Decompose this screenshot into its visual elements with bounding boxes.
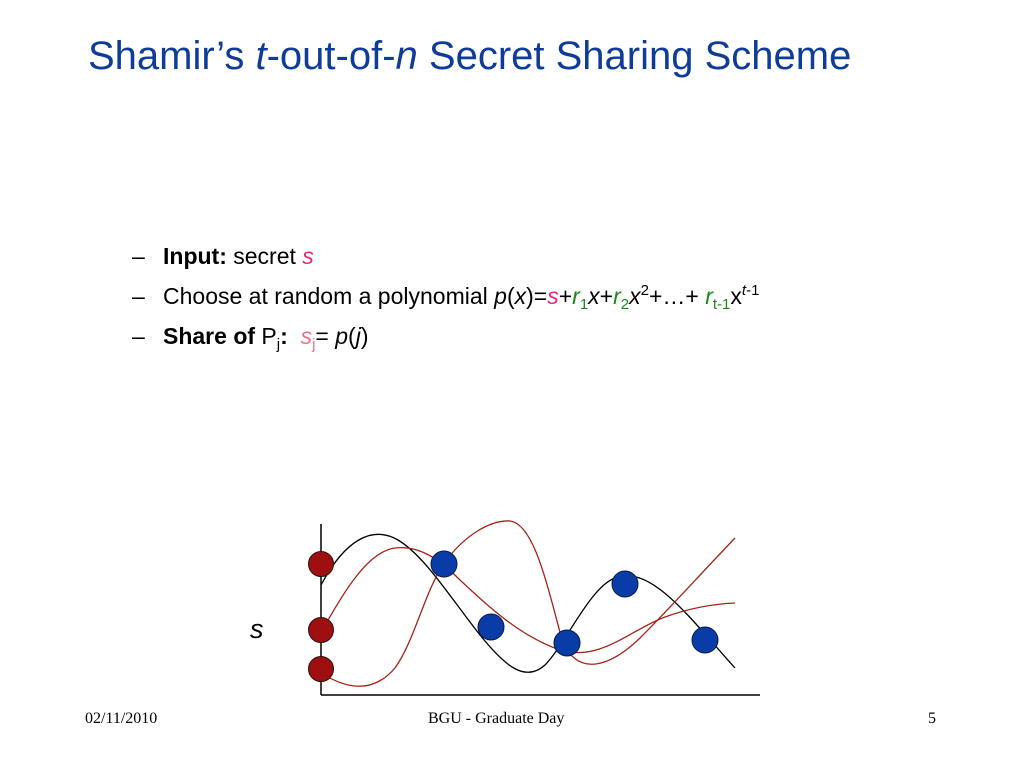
share-open: (	[348, 323, 356, 349]
y-axis-label: s	[250, 614, 264, 644]
poly-rt: r	[705, 283, 713, 309]
poly-ellipsis: +…+	[648, 283, 706, 309]
share-s-sub: j	[312, 336, 316, 353]
blue-share-node	[553, 629, 581, 657]
party-p-sub: j	[276, 336, 281, 353]
poly-r1: r	[572, 283, 580, 309]
bullet-share: –Share of Pj: sj= p(j)	[132, 316, 759, 356]
share-close: )	[360, 323, 369, 349]
poly-close-eq: )=	[526, 283, 548, 309]
poly-xt-sup-t: t	[741, 282, 747, 299]
poly-r2: r	[613, 283, 621, 309]
poly-r1-sub: 1	[579, 296, 589, 313]
title-t: t	[255, 34, 267, 78]
blue-share-node	[477, 613, 505, 641]
bullet-dash: –	[132, 323, 145, 349]
poly-xt: x	[730, 283, 742, 309]
blue-share-node	[430, 550, 458, 578]
red-polynomial-curve-1	[320, 546, 736, 654]
choose-text: Choose at random a polynomial	[163, 283, 488, 309]
poly-plus: +	[599, 283, 614, 309]
poly-x1: x	[588, 283, 600, 309]
poly-open: (	[506, 283, 515, 309]
title-suffix: Secret Sharing Scheme	[417, 34, 852, 78]
black-polynomial-curve	[320, 533, 736, 673]
slide-title: Shamir’s t-out-of-n Secret Sharing Schem…	[88, 34, 851, 79]
bullet-choose: –Choose at random a polynomial p(x)=s+r1…	[132, 276, 759, 316]
red-secret-node	[308, 617, 334, 643]
share-p: p	[335, 323, 349, 349]
title-n: n	[395, 34, 418, 78]
bullet-dash: –	[132, 283, 145, 309]
poly-plus: +	[558, 283, 573, 309]
poly-r2-sub: 2	[620, 296, 630, 313]
poly-p: p	[494, 283, 507, 309]
footer-page-number: 5	[928, 710, 936, 727]
poly-s: s	[547, 283, 559, 309]
polynomial: p(x)=s+r1x+r2x2+…+ rt-1xt-1	[494, 282, 760, 312]
poly-xt-sup: t-1	[742, 282, 760, 299]
blue-share-node	[691, 626, 719, 654]
secret-symbol: s	[302, 243, 314, 269]
poly-x: x	[514, 283, 527, 309]
share-j: j	[355, 323, 361, 349]
share-s: s	[300, 323, 313, 349]
party-p: P	[261, 323, 277, 349]
share-eq: =	[315, 323, 336, 349]
input-label: Input:	[163, 243, 227, 269]
poly-rt-sub: t-1	[712, 296, 731, 313]
footer-date: 02/11/2010	[85, 710, 158, 727]
red-share-node	[308, 551, 334, 577]
share-label: Share of	[163, 323, 256, 349]
title-mid: -out-of-	[266, 34, 396, 78]
input-text: secret	[233, 243, 296, 269]
bullet-dash: –	[132, 243, 145, 269]
bullet-input: –Input: secret s	[132, 236, 759, 276]
red-share-node	[308, 656, 334, 682]
title-prefix: Shamir’s	[88, 34, 256, 78]
red-polynomial-curve-2	[320, 520, 736, 687]
poly-x2: x	[629, 283, 641, 309]
poly-x2-sup: 2	[640, 282, 649, 299]
share-colon: :	[280, 323, 288, 349]
blue-share-node	[611, 570, 639, 598]
poly-xt-sup-rest: -1	[746, 282, 760, 299]
bullet-list: –Input: secret s –Choose at random a pol…	[132, 236, 759, 356]
footer-center: BGU - Graduate Day	[428, 710, 565, 727]
